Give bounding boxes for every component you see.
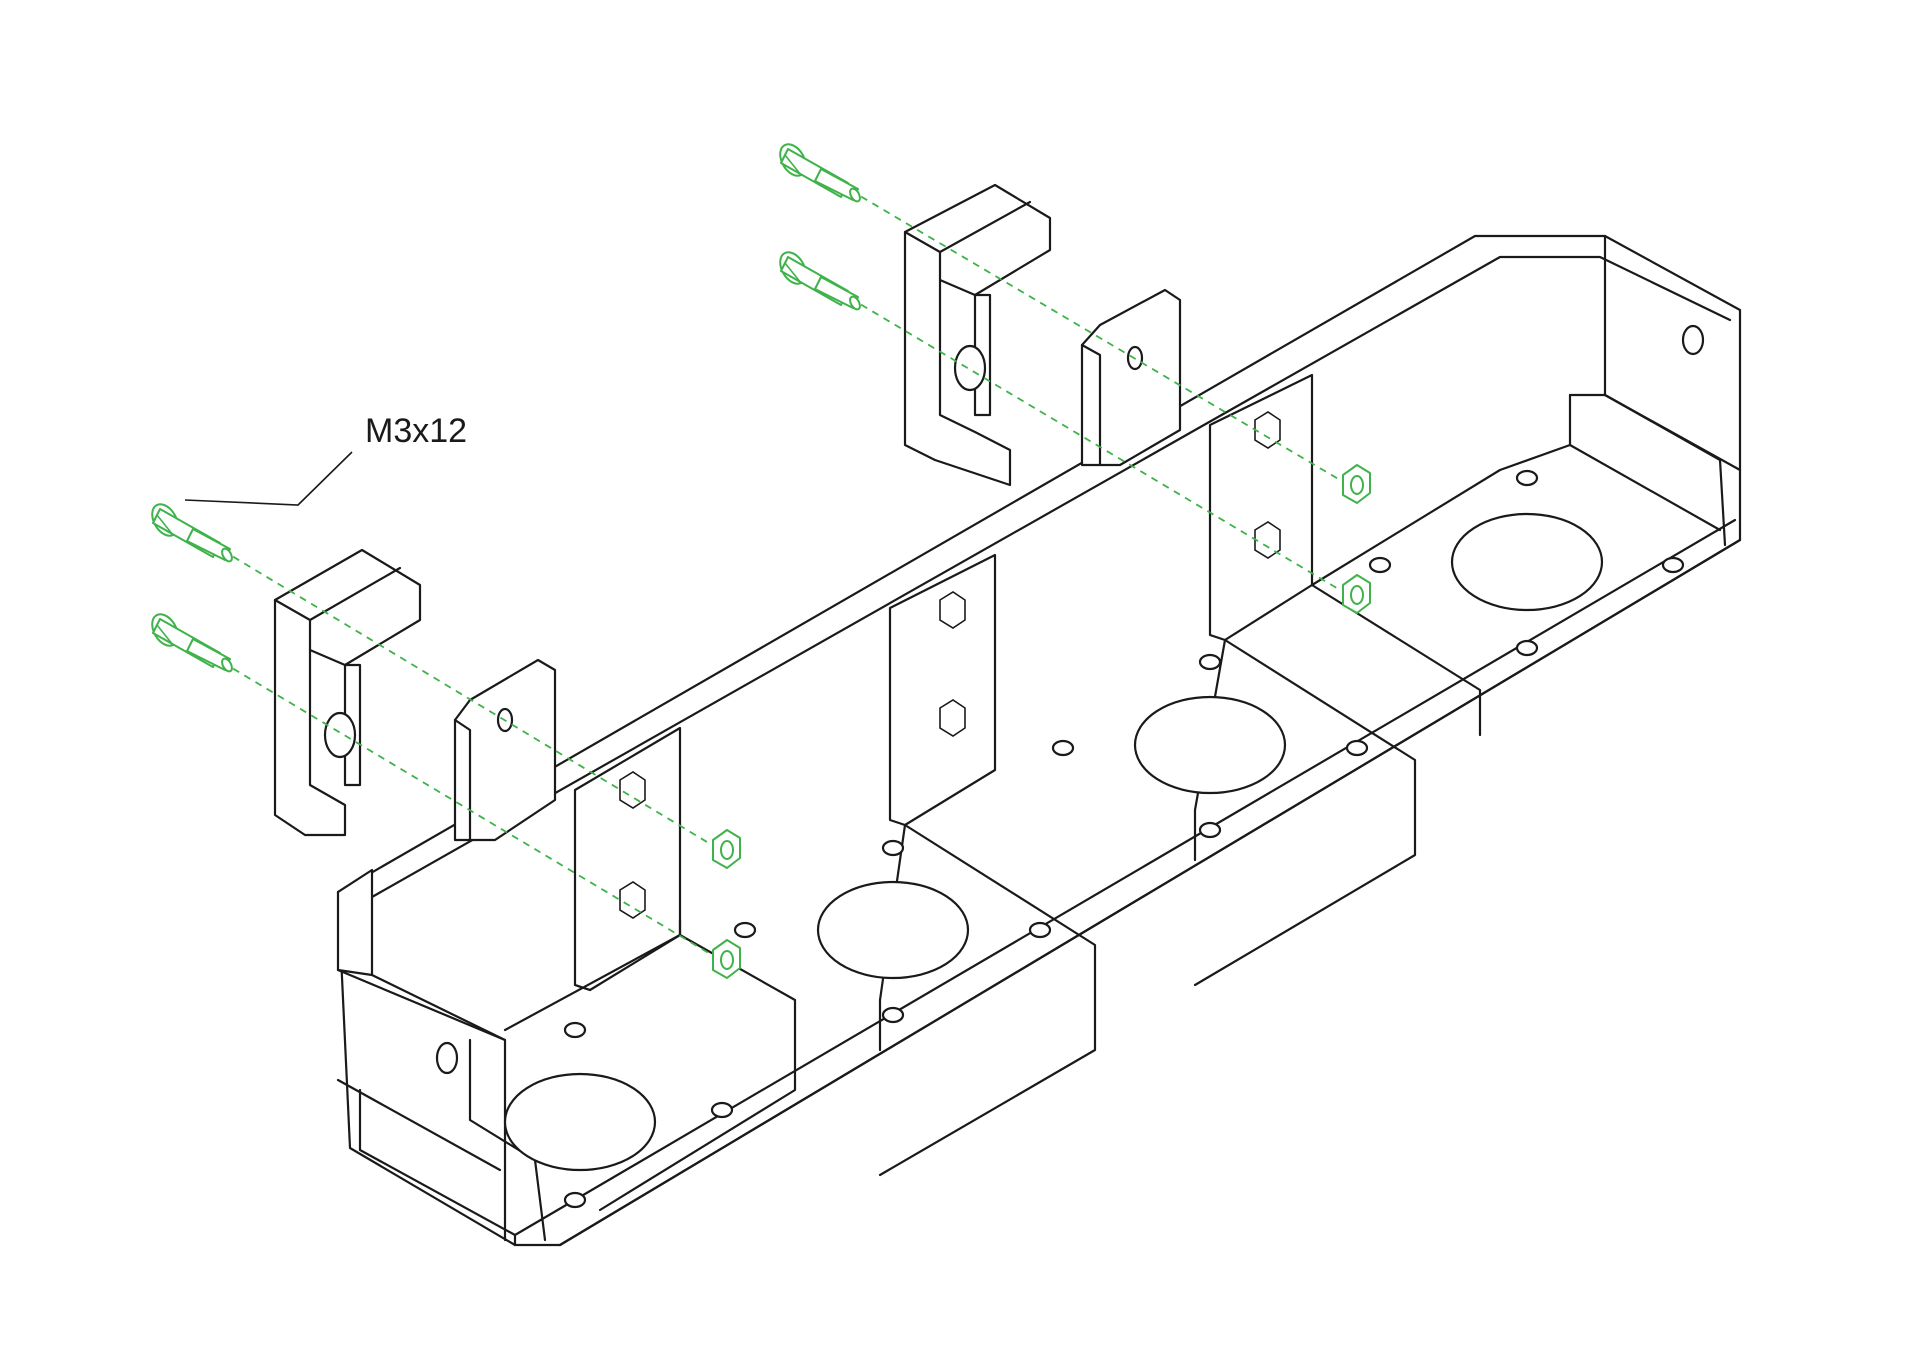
screw-1 (151, 503, 233, 563)
nut-4 (1342, 574, 1371, 614)
bracket-left (273, 548, 557, 842)
assembly-guides (221, 189, 1341, 956)
part-callout: M3x12 (184, 412, 467, 506)
motor-mount-base (336, 234, 1742, 1247)
mounting-holes (563, 469, 1685, 1209)
screw-2 (151, 613, 233, 673)
screw-4 (779, 251, 861, 311)
nut-1 (712, 829, 741, 869)
screw-3 (779, 143, 861, 203)
callout-leader (184, 451, 353, 506)
nut-2 (712, 939, 741, 979)
bracket-right (903, 183, 1182, 487)
callout-label: M3x12 (365, 412, 467, 450)
nut-trap (619, 411, 1281, 919)
nut-3 (1342, 464, 1371, 504)
